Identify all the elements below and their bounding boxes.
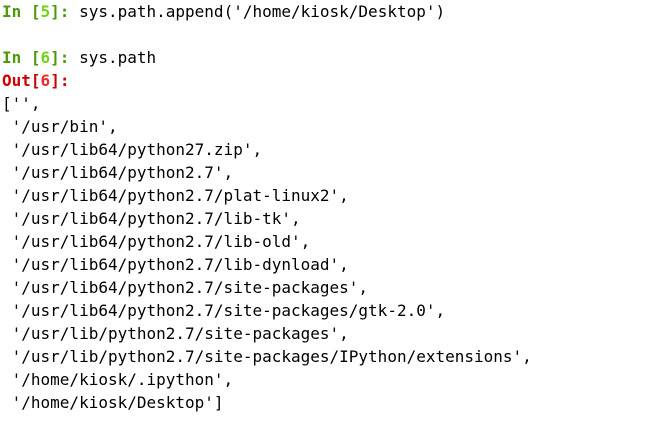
out-prompt: Out[6]:: [2, 71, 70, 90]
output-line: '/usr/lib64/python2.7/lib-tk',: [2, 209, 301, 228]
output-line: '/usr/lib64/python2.7/lib-old',: [2, 232, 311, 251]
output-line: '/usr/lib64/python27.zip',: [2, 140, 263, 159]
output-cell-6: ['', '/usr/bin', '/usr/lib64/python27.zi…: [2, 92, 650, 414]
output-line: '/usr/lib64/python2.7/site-packages',: [2, 278, 369, 297]
input-code[interactable]: sys.path: [69, 48, 157, 67]
output-line: '/home/kiosk/Desktop']: [2, 393, 224, 412]
in-prompt: In [5]:: [2, 2, 70, 21]
input-cell-5[interactable]: In [5]: sys.path.append('/home/kiosk/Des…: [2, 0, 650, 23]
input-code[interactable]: sys.path.append('/home/kiosk/Desktop'): [69, 2, 446, 21]
output-line: '/usr/lib64/python2.7/lib-dynload',: [2, 255, 349, 274]
in-prompt: In [6]:: [2, 48, 70, 67]
output-line: '/usr/lib64/python2.7',: [2, 163, 234, 182]
output-line: '/usr/lib/python2.7/site-packages/IPytho…: [2, 347, 532, 366]
output-line: '/usr/bin',: [2, 117, 118, 136]
output-line: '/home/kiosk/.ipython',: [2, 370, 234, 389]
output-line: '/usr/lib64/python2.7/plat-linux2',: [2, 186, 349, 205]
output-cell-6-prompt: Out[6]:: [2, 69, 650, 92]
ipython-console[interactable]: In [5]: sys.path.append('/home/kiosk/Des…: [2, 0, 650, 414]
output-line: ['',: [2, 94, 41, 113]
input-cell-6[interactable]: In [6]: sys.path: [2, 46, 650, 69]
output-line: '/usr/lib64/python2.7/site-packages/gtk-…: [2, 301, 446, 320]
blank-line: [2, 23, 650, 46]
output-line: '/usr/lib/python2.7/site-packages',: [2, 324, 349, 343]
